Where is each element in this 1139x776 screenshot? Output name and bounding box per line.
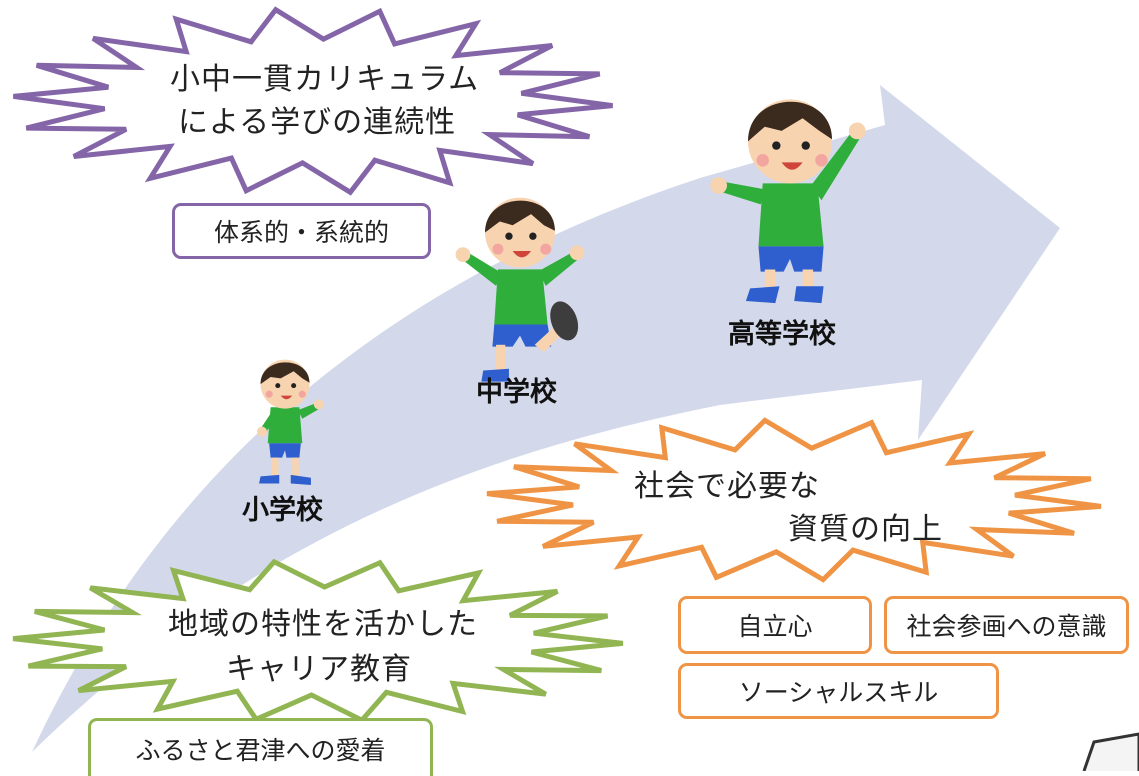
burst-curriculum-line1: 小中一貫カリキュラム: [170, 62, 480, 97]
stage-label-junior-high: 中学校: [476, 377, 557, 408]
stage-label-elementary: 小学校: [242, 495, 323, 526]
corner-shape: [1082, 732, 1139, 771]
burst-career: [12, 558, 624, 724]
burst-social-line2: 資質の向上: [788, 512, 943, 547]
child-junior-high-figure: [455, 197, 585, 382]
burst-social-line1: 社会で必要な: [634, 469, 820, 504]
stage-label-high-school: 高等学校: [728, 319, 836, 350]
burst-social: [486, 417, 1102, 583]
burst-career-line2: キャリア教育: [226, 652, 412, 687]
burst-curriculum-line2: による学びの連続性: [178, 105, 457, 140]
burst-curriculum: [13, 6, 613, 196]
box-hometown: ふるさと君津への愛着: [88, 718, 433, 776]
box-independence: 自立心: [678, 596, 872, 654]
box-social-skills: ソーシャルスキル: [678, 663, 999, 719]
box-systematic: 体系的・系統的: [172, 203, 431, 259]
box-social-participation: 社会参画への意識: [884, 596, 1129, 654]
child-elementary-figure: [256, 359, 324, 485]
child-high-school-figure: [710, 99, 866, 304]
burst-career-line1: 地域の特性を活かした: [168, 607, 478, 642]
